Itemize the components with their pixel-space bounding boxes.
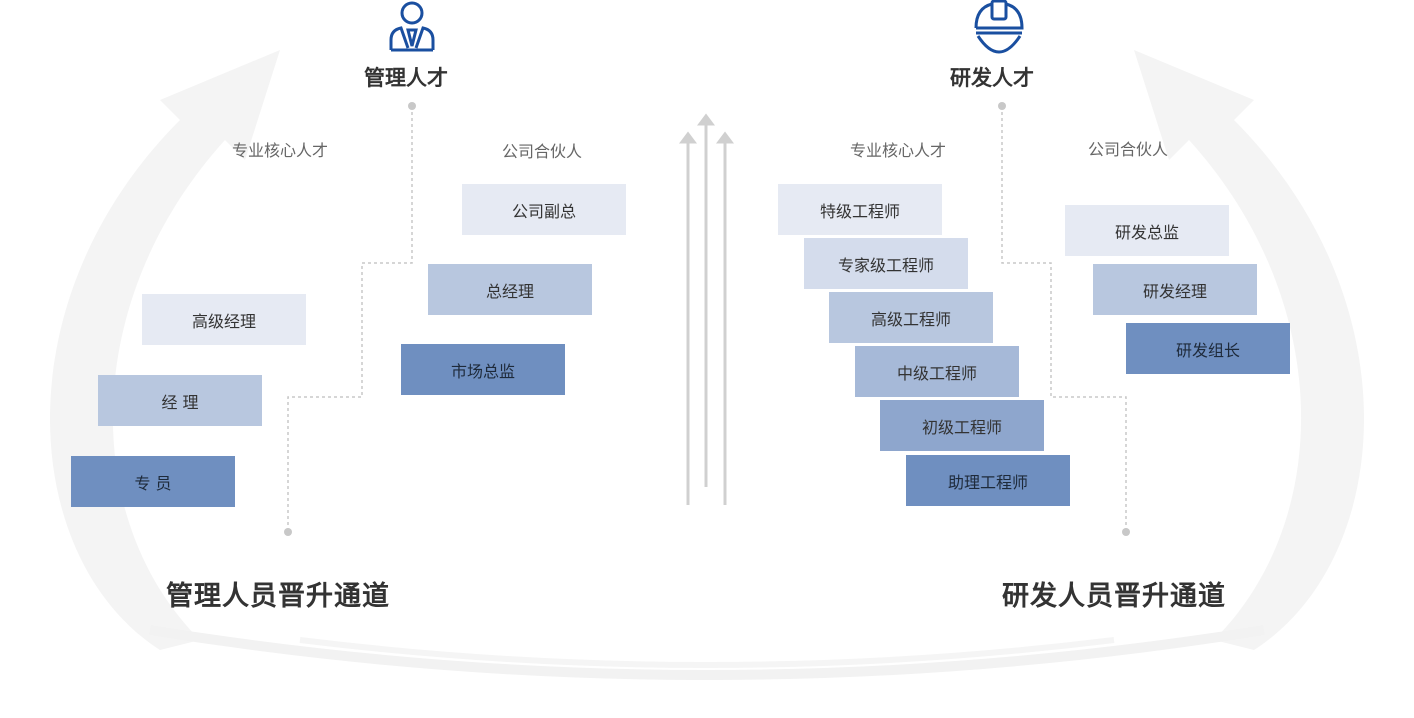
arrowhead-icon [697, 113, 715, 126]
level-box: 研发总监 [1065, 205, 1229, 256]
level-box: 专 员 [71, 456, 235, 507]
rnd-dashed-path [1001, 106, 1127, 532]
management-sub-left: 专业核心人才 [232, 141, 329, 160]
arrowhead-icon [679, 131, 697, 144]
level-box: 高级经理 [142, 294, 306, 345]
level-box: 总经理 [428, 264, 592, 315]
management-heading: 管理人才 [364, 66, 448, 90]
level-box: 市场总监 [401, 344, 565, 395]
rnd-channel-title: 研发人员晋升通道 [1002, 581, 1226, 612]
path-dot [284, 528, 292, 536]
rnd-heading: 研发人才 [950, 66, 1034, 90]
arrowhead-icon [716, 131, 734, 144]
path-dot [1122, 528, 1130, 536]
level-box: 研发组长 [1126, 323, 1290, 374]
level-box: 经 理 [98, 375, 262, 426]
level-box: 专家级工程师 [804, 238, 968, 289]
hard-hat-icon [974, 0, 1024, 54]
path-dot [408, 102, 416, 110]
level-box: 助理工程师 [906, 455, 1070, 506]
level-box: 中级工程师 [855, 346, 1019, 397]
rnd-sub-left: 专业核心人才 [850, 141, 947, 160]
management-sub-right: 公司合伙人 [502, 142, 583, 161]
level-box: 高级工程师 [829, 292, 993, 343]
bottom-arc [149, 625, 1265, 680]
path-dot [998, 102, 1006, 110]
level-box: 特级工程师 [778, 184, 942, 235]
management-dashed-path [287, 106, 413, 532]
level-box: 研发经理 [1093, 264, 1257, 315]
manager-person-icon [389, 1, 435, 52]
level-box: 初级工程师 [880, 400, 1044, 451]
management-channel-title: 管理人员晋升通道 [166, 581, 390, 612]
rnd-sub-right: 公司合伙人 [1088, 140, 1169, 159]
right-arc-arrow [1134, 50, 1364, 650]
level-box: 公司副总 [462, 184, 626, 235]
